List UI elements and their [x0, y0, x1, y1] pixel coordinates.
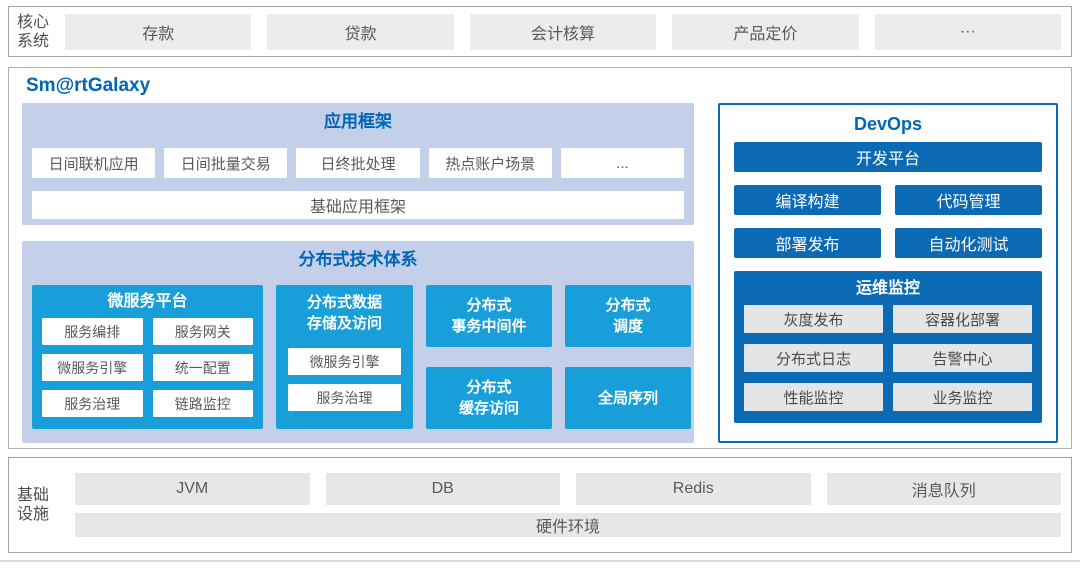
infrastructure-bar: 基础设施 JVM DB Redis 消息队列 硬件环境 [8, 457, 1072, 553]
base-app-framework-box: 基础应用框架 [32, 191, 684, 219]
ms-item-tracing: 链路监控 [152, 390, 253, 417]
microservice-platform-panel: 微服务平台 服务编排 服务网关 微服务引擎 统一配置 服务治理 链路监控 [32, 285, 263, 429]
storage-item-engine: 微服务引擎 [288, 348, 401, 375]
block-scheduler: 分布式 调度 [565, 285, 691, 347]
devops-panel: DevOps 开发平台 编译构建 代码管理 部署发布 自动化测试 运维监控 灰度… [718, 103, 1058, 443]
core-system-item-loan: 贷款 [267, 13, 454, 50]
app-item-online: 日间联机应用 [32, 148, 156, 178]
ops-item-gray-release: 灰度发布 [744, 305, 883, 333]
distributed-column-3: 分布式 事务中间件 分布式 缓存访问 [426, 285, 552, 429]
devops-tool-build: 编译构建 [734, 185, 881, 215]
devops-tools-row-1: 编译构建 代码管理 [734, 185, 1042, 215]
platform-content: 应用框架 日间联机应用 日间批量交易 日终批处理 热点账户场景 ... 基础应用… [22, 103, 1058, 443]
devops-title: DevOps [853, 114, 923, 134]
infra-item-jvm: JVM [75, 473, 310, 505]
ops-item-biz-monitor: 业务监控 [893, 383, 1032, 411]
core-systems-bar: 核心系统 存款 贷款 会计核算 产品定价 ··· [8, 6, 1072, 57]
bottom-divider [0, 560, 1080, 562]
block-transaction-middleware: 分布式 事务中间件 [426, 285, 552, 347]
devops-tool-code: 代码管理 [895, 185, 1042, 215]
core-systems-label: 核心系统 [17, 13, 50, 50]
app-item-hot-account: 热点账户场景 [428, 148, 552, 178]
app-framework-panel: 应用框架 日间联机应用 日间批量交易 日终批处理 热点账户场景 ... 基础应用… [22, 103, 694, 225]
block-cache-access: 分布式 缓存访问 [426, 367, 552, 429]
ms-item-governance: 服务治理 [42, 390, 143, 417]
devops-tool-test: 自动化测试 [895, 228, 1042, 258]
ops-item-perf-monitor: 性能监控 [744, 383, 883, 411]
ops-item-container-deploy: 容器化部署 [893, 305, 1032, 333]
platform-title: Sm@rtGalaxy [26, 75, 151, 96]
data-storage-panel: 分布式数据 存储及访问 微服务引擎 服务治理 [276, 285, 413, 429]
app-item-more: ... [560, 148, 685, 178]
app-framework-items: 日间联机应用 日间批量交易 日终批处理 热点账户场景 ... [32, 148, 685, 178]
core-systems-items: 存款 贷款 会计核算 产品定价 ··· [65, 13, 1062, 50]
app-item-batch-trade: 日间批量交易 [164, 148, 288, 178]
devops-tools-row-2: 部署发布 自动化测试 [734, 228, 1042, 258]
ops-monitor-items: 灰度发布 容器化部署 分布式日志 告警中心 性能监控 业务监控 [744, 305, 1032, 411]
devops-tool-deploy: 部署发布 [734, 228, 881, 258]
core-system-item-accounting: 会计核算 [469, 13, 657, 50]
architecture-diagram: 核心系统 存款 贷款 会计核算 产品定价 ··· Sm@rtGalaxy 应用框… [0, 6, 1080, 571]
ops-monitor-panel: 运维监控 灰度发布 容器化部署 分布式日志 告警中心 性能监控 业务监控 [734, 271, 1042, 423]
core-system-item-more: ··· [874, 13, 1062, 50]
ms-item-engine: 微服务引擎 [42, 354, 143, 381]
smartgalaxy-panel: Sm@rtGalaxy 应用框架 日间联机应用 日间批量交易 日终批处理 热点账… [8, 67, 1072, 449]
data-storage-title: 分布式数据 存储及访问 [306, 294, 382, 332]
ms-item-orchestration: 服务编排 [42, 318, 143, 345]
block-global-sequence: 全局序列 [565, 367, 691, 429]
ops-item-distributed-log: 分布式日志 [744, 344, 883, 372]
distributed-panel: 分布式技术体系 微服务平台 服务编排 服务网关 微服务引擎 统一配置 服务治理 … [22, 241, 694, 443]
distributed-title: 分布式技术体系 [298, 250, 418, 269]
ops-item-alert-center: 告警中心 [893, 344, 1032, 372]
storage-item-governance: 服务治理 [288, 384, 401, 411]
ops-monitor-title: 运维监控 [855, 280, 920, 297]
dev-platform-box: 开发平台 [734, 142, 1042, 172]
ms-item-gateway: 服务网关 [152, 318, 253, 345]
microservice-platform-title: 微服务平台 [107, 293, 188, 310]
infrastructure-items: JVM DB Redis 消息队列 [75, 473, 1061, 505]
infra-item-db: DB [325, 473, 560, 505]
app-framework-title: 应用框架 [324, 112, 392, 131]
core-system-item-deposit: 存款 [65, 13, 252, 50]
infrastructure-label: 基础设施 [17, 487, 50, 523]
distributed-column-4: 分布式 调度 全局序列 [565, 285, 691, 429]
infrastructure-content: JVM DB Redis 消息队列 硬件环境 [75, 473, 1061, 537]
app-item-eod-batch: 日终批处理 [296, 148, 420, 178]
distributed-content: 微服务平台 服务编排 服务网关 微服务引擎 统一配置 服务治理 链路监控 [32, 285, 691, 429]
platform-left-column: 应用框架 日间联机应用 日间批量交易 日终批处理 热点账户场景 ... 基础应用… [22, 103, 694, 443]
core-system-item-pricing: 产品定价 [672, 13, 859, 50]
ms-item-config: 统一配置 [152, 354, 253, 381]
microservice-items: 服务编排 服务网关 微服务引擎 统一配置 服务治理 链路监控 [42, 318, 253, 417]
infra-item-mq: 消息队列 [826, 473, 1061, 505]
hardware-env-box: 硬件环境 [75, 513, 1061, 537]
infra-item-redis: Redis [576, 473, 811, 505]
